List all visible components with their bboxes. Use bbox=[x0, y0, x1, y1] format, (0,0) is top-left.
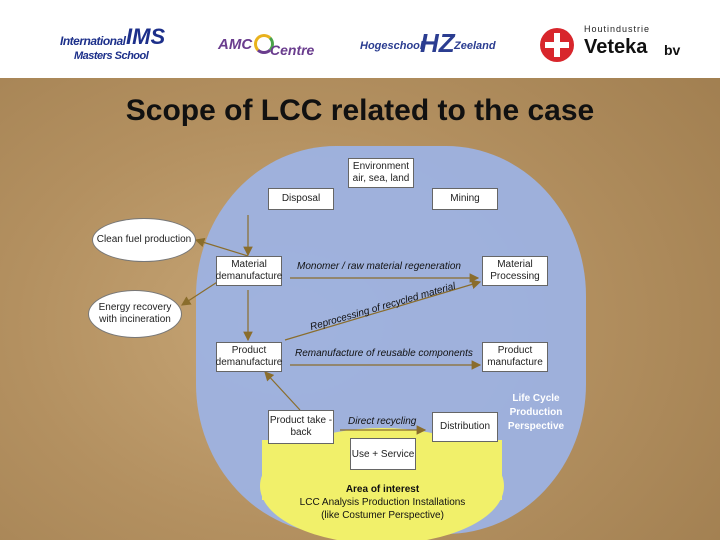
flow-remanufacture: Remanufacture of reusable components bbox=[295, 348, 473, 359]
area-of-interest-text: Area of interest LCC Analysis Production… bbox=[270, 483, 495, 522]
ims-logo: International IMS Masters School bbox=[60, 24, 170, 66]
flow-direct-recycling: Direct recycling bbox=[348, 416, 417, 427]
veteka-top-text: Houtindustrie bbox=[584, 24, 651, 34]
side-node-energy-recovery: Energy recovery with incineration bbox=[88, 290, 182, 338]
ims-line1: International bbox=[60, 34, 126, 48]
veteka-name-text: Veteka bbox=[584, 36, 648, 58]
node-disposal: Disposal bbox=[268, 188, 334, 210]
amc-swirl-icon bbox=[254, 34, 274, 54]
node-use-service: Use + Service bbox=[350, 438, 416, 470]
area-of-interest-line2: (like Costumer Perspective) bbox=[321, 510, 444, 521]
node-material-demanufacture: Material demanufacture bbox=[216, 256, 282, 286]
arrow-to-clean-fuel bbox=[194, 237, 249, 257]
life-cycle-perspective-label: Life Cycle Production Perspective bbox=[507, 393, 565, 432]
amc-centre-logo: AMC Centre bbox=[218, 34, 318, 62]
slide-title: Scope of LCC related to the case bbox=[125, 94, 595, 127]
hz-mark: HZ bbox=[420, 28, 455, 58]
arrow-to-takeback bbox=[264, 371, 301, 411]
hz-school-text: Hogeschool bbox=[360, 40, 423, 52]
hz-zeeland-text: Zeeland bbox=[454, 40, 496, 52]
logo-band: International IMS Masters School AMC Cen… bbox=[0, 0, 720, 78]
veteka-suffix-text: bv bbox=[664, 42, 681, 58]
node-environment: Environment air, sea, land bbox=[348, 158, 414, 188]
area-of-interest-line1: LCC Analysis Production Installations bbox=[299, 497, 466, 508]
hz-logo: Hogeschool HZ Zeeland bbox=[360, 28, 500, 66]
flow-monomer: Monomer / raw material regeneration bbox=[297, 261, 461, 272]
ims-mark: IMS bbox=[126, 24, 166, 49]
amc-centre-text: Centre bbox=[270, 42, 315, 58]
arrow-reprocessing bbox=[284, 279, 482, 341]
veteka-logo: Houtindustrie Veteka bv bbox=[540, 22, 690, 70]
node-material-processing: Material Processing bbox=[482, 256, 548, 286]
use-service-label: Use + Service bbox=[351, 448, 415, 460]
node-product-manufacture: Product manufacture bbox=[482, 342, 548, 372]
side-node-clean-fuel: Clean fuel production bbox=[92, 218, 196, 262]
node-product-demanufacture: Product demanufacture bbox=[216, 342, 282, 372]
ims-line2: Masters School bbox=[74, 50, 149, 62]
area-of-interest-heading: Area of interest bbox=[345, 484, 420, 495]
node-mining: Mining bbox=[432, 188, 498, 210]
node-product-takeback: Product take - back bbox=[268, 410, 334, 444]
amc-text: AMC bbox=[218, 36, 253, 53]
node-distribution: Distribution bbox=[432, 412, 498, 442]
veteka-cross-icon bbox=[540, 28, 574, 62]
